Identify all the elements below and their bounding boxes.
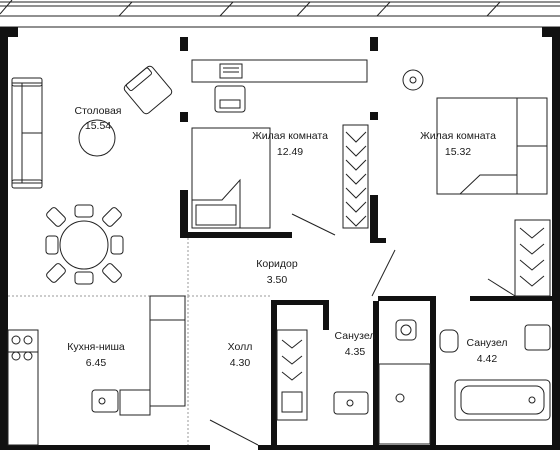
room-area-bath2: 4.42 bbox=[476, 353, 498, 365]
room-area-hall: 4.30 bbox=[229, 357, 251, 369]
round-side-table bbox=[402, 69, 424, 91]
coffee-table bbox=[78, 119, 116, 157]
room-name-corridor: Коридор bbox=[256, 258, 298, 270]
interior-walls bbox=[180, 37, 552, 446]
room-area-dining: 15.54 bbox=[84, 120, 112, 132]
desk bbox=[191, 59, 368, 113]
room-area-corridor: 3.50 bbox=[266, 274, 288, 286]
shower-bath1 bbox=[378, 363, 431, 445]
hall-wardrobe bbox=[276, 329, 308, 421]
dining-chair bbox=[46, 263, 66, 283]
dining-chair bbox=[46, 207, 66, 227]
room-name-bath2: Санузел bbox=[466, 337, 508, 349]
dining-chair bbox=[110, 235, 124, 255]
dining-chair bbox=[45, 235, 59, 255]
room-name-kitchen: Кухня-ниша bbox=[67, 341, 125, 353]
door-entrance bbox=[209, 419, 259, 446]
armchair bbox=[123, 65, 173, 115]
exterior-walls bbox=[0, 27, 560, 450]
room-area-kitchen: 6.45 bbox=[85, 357, 107, 369]
room-name-bedroom2: Жилая комната bbox=[420, 130, 496, 142]
dining-chair bbox=[74, 271, 94, 285]
room-name-dining: Столовая bbox=[74, 105, 122, 117]
room-name-bath1: Санузел bbox=[334, 330, 376, 342]
door-bedroom2 bbox=[371, 249, 396, 297]
wardrobe-2 bbox=[514, 219, 551, 297]
room-area-bedroom1: 12.49 bbox=[276, 146, 304, 158]
kitchen-counter-right bbox=[119, 295, 186, 416]
bed-single bbox=[191, 127, 271, 229]
window-strip bbox=[0, 0, 560, 28]
sofa bbox=[11, 77, 43, 189]
door-bedroom1 bbox=[291, 213, 336, 236]
sink-bath2 bbox=[524, 324, 551, 351]
sink-kitchen bbox=[91, 389, 119, 413]
room-area-bedroom2: 15.32 bbox=[444, 146, 472, 158]
bathtub bbox=[454, 379, 551, 421]
room-name-hall: Холл bbox=[227, 341, 253, 353]
wardrobe-1 bbox=[342, 124, 369, 229]
room-name-bedroom1: Жилая комната bbox=[252, 130, 328, 142]
room-area-bath1: 4.35 bbox=[344, 346, 366, 358]
toilet-bath2 bbox=[439, 329, 459, 353]
dining-chair bbox=[102, 207, 122, 227]
dining-chair bbox=[74, 204, 94, 218]
kitchen-counter bbox=[7, 329, 39, 446]
sink-bath1 bbox=[333, 391, 369, 415]
dining-table bbox=[45, 204, 124, 285]
door-bath2 bbox=[487, 278, 516, 297]
toilet-bath1 bbox=[395, 319, 417, 341]
zone-separators bbox=[8, 238, 271, 445]
bed-double bbox=[436, 97, 548, 195]
dining-chair bbox=[102, 263, 122, 283]
